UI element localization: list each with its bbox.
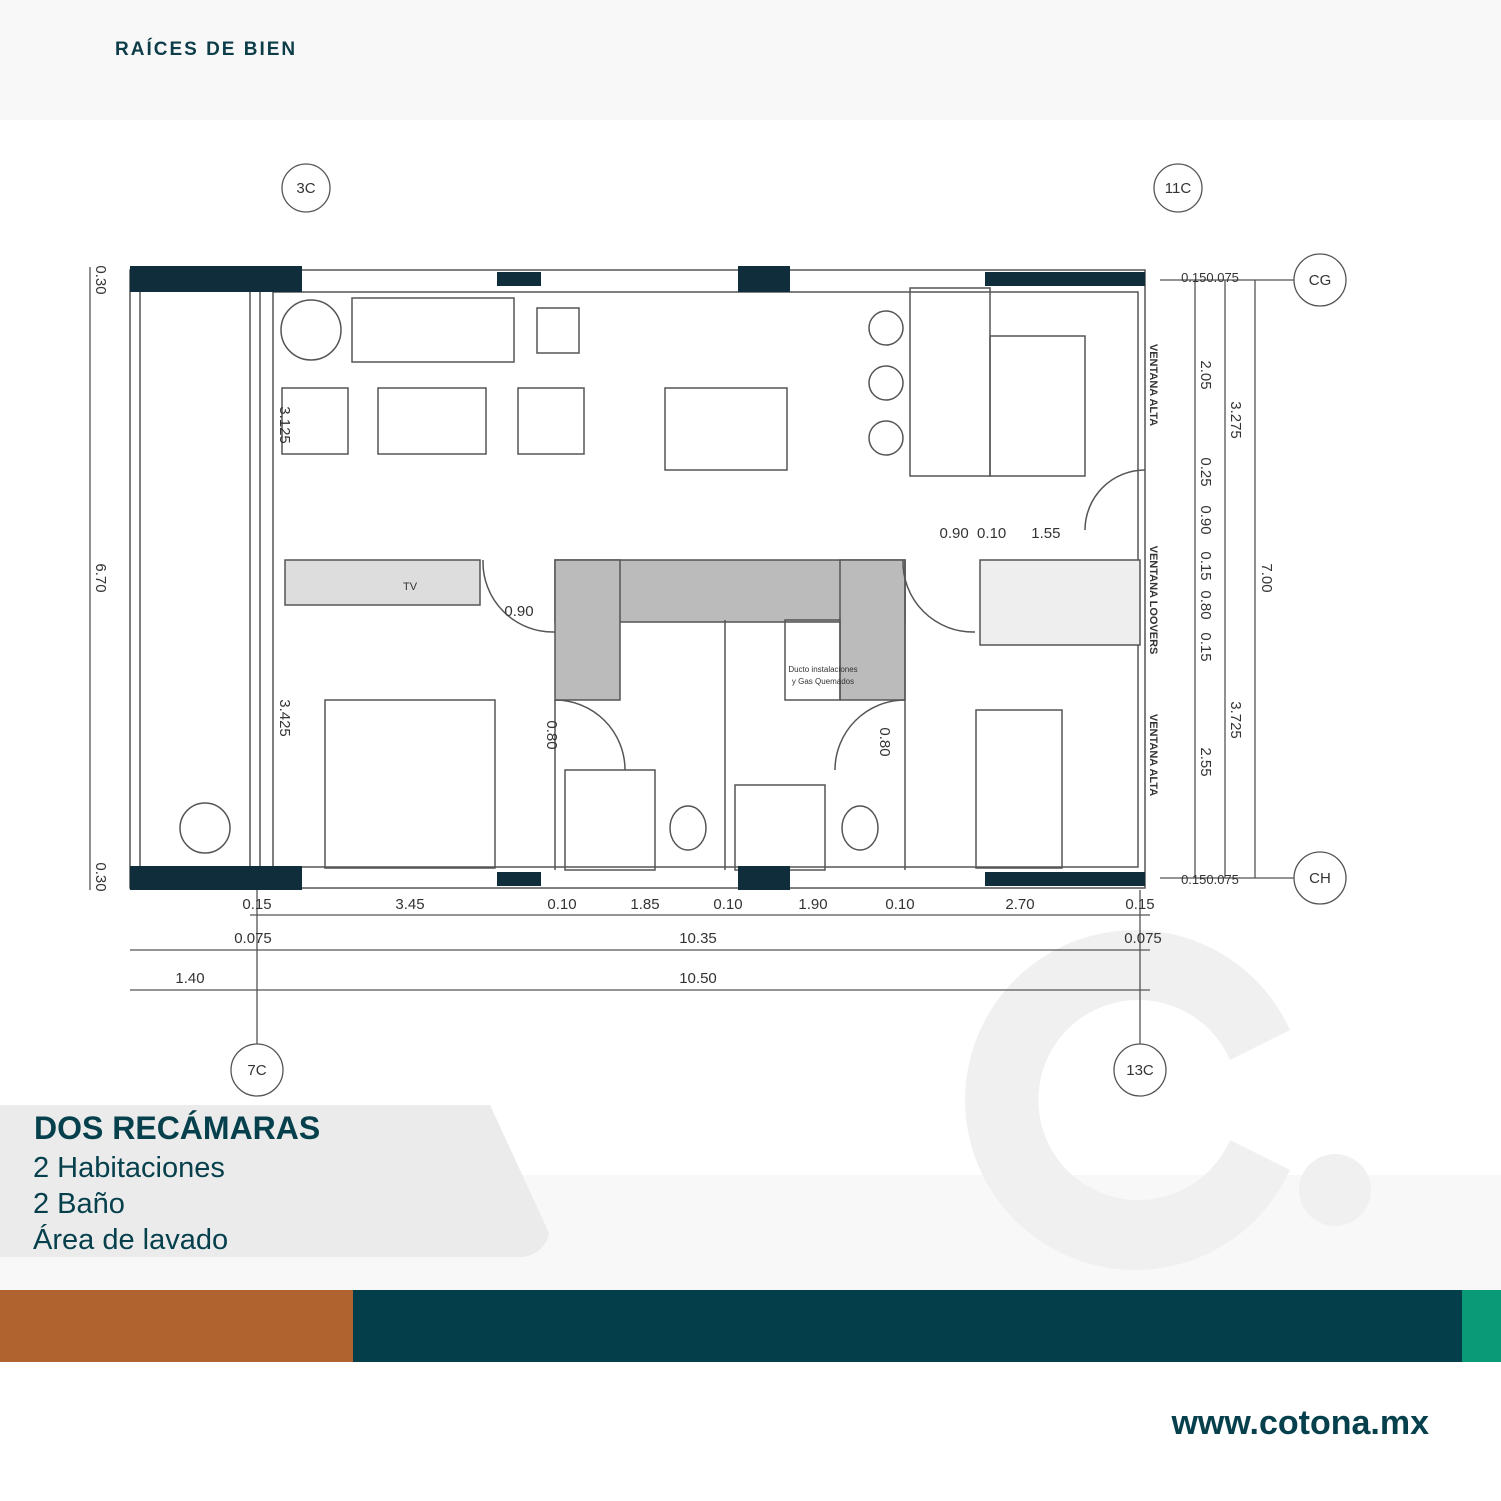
window-label: VENTANA ALTA	[1147, 714, 1159, 796]
dim: 2.55	[1197, 747, 1214, 776]
footer-bar-orange	[0, 1290, 353, 1362]
dim: 3.425	[276, 699, 293, 737]
dim: 0.90	[1197, 505, 1214, 534]
dim: 1.40	[175, 970, 204, 987]
structural-columns	[130, 266, 1145, 890]
dim: 0.80	[1197, 590, 1214, 619]
dim: 0.30	[92, 265, 109, 294]
grid-label-11c: 11C	[1165, 180, 1192, 197]
dim: 6.70	[92, 563, 109, 592]
brand-name: RAÍCES DE BIEN	[115, 39, 298, 60]
dim: 0.15	[1197, 551, 1214, 580]
dim: 0.10	[885, 896, 914, 913]
grid-label-cg: CG	[1309, 272, 1332, 289]
dim: 3.275	[1227, 401, 1244, 439]
dim: 0.80	[876, 727, 893, 756]
dim: 0.150.075	[1181, 270, 1239, 285]
feature-item: Área de lavado	[33, 1224, 229, 1256]
footer-bar-green	[1462, 1290, 1501, 1362]
feature-item: 2 Baño	[33, 1188, 125, 1220]
dim: 0.10	[547, 896, 576, 913]
dim: 0.075	[234, 930, 272, 947]
dim: 0.15	[242, 896, 271, 913]
duct-label: y Gas Quemados	[792, 677, 854, 686]
dim: 1.90	[798, 896, 827, 913]
footer-bar-teal	[353, 1290, 1462, 1362]
dim: 0.30	[92, 862, 109, 891]
dim: 7.00	[1258, 563, 1275, 592]
dim: 3.45	[395, 896, 424, 913]
dim: 0.25	[1197, 457, 1214, 486]
dim: 0.90 0.10 1.55	[940, 525, 1061, 542]
watermark-logo	[965, 930, 1371, 1271]
dim: 0.15	[1197, 632, 1214, 661]
dim: 2.70	[1005, 896, 1034, 913]
dim: 10.50	[679, 970, 717, 987]
dim: 0.90	[504, 603, 533, 620]
dim: 3.725	[1227, 701, 1244, 739]
grid-label-ch: CH	[1309, 870, 1331, 887]
dim: 1.85	[630, 896, 659, 913]
dim: 0.10	[713, 896, 742, 913]
unit-title: DOS RECÁMARAS	[34, 1110, 321, 1146]
grid-label-3c: 3C	[296, 180, 315, 197]
window-label: VENTANA LOOVERS	[1147, 546, 1159, 655]
dim: 0.15	[1125, 896, 1154, 913]
dim: 0.80	[543, 720, 560, 749]
website-link[interactable]: www.cotona.mx	[1171, 1404, 1429, 1442]
window-label: VENTANA ALTA	[1147, 344, 1159, 426]
dim: 2.05	[1197, 360, 1214, 389]
feature-item: 2 Habitaciones	[33, 1152, 225, 1184]
grid-label-7c: 7C	[247, 1062, 266, 1079]
grid-label-13c: 13C	[1126, 1062, 1154, 1079]
dim: 10.35	[679, 930, 717, 947]
summary-card	[0, 1105, 550, 1257]
dim: 0.075	[1124, 930, 1162, 947]
tv-label: TV	[403, 581, 418, 593]
header	[0, 0, 1501, 120]
duct-label: Ducto instalaciones	[788, 665, 857, 674]
dim: 3.125	[276, 406, 293, 444]
dim: 0.150.075	[1181, 872, 1239, 887]
